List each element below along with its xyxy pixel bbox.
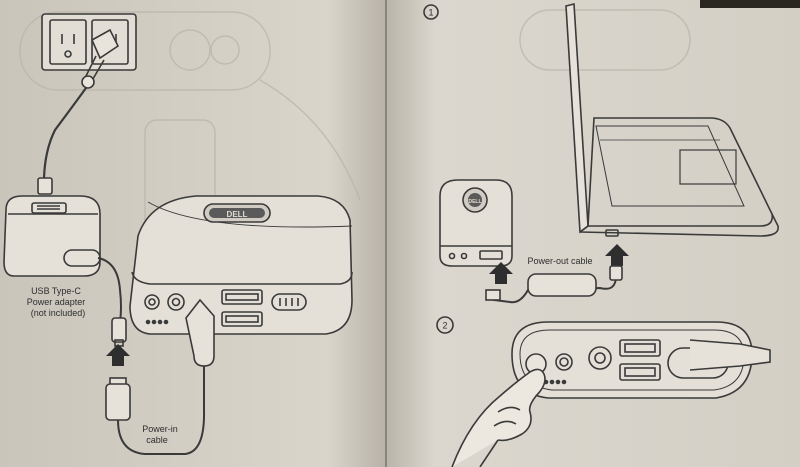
power-in-cable-label-1: Power-in bbox=[142, 424, 178, 434]
power-in-cable bbox=[117, 366, 206, 455]
top-right-dark-strip bbox=[700, 0, 800, 8]
step-2-marker bbox=[436, 316, 454, 334]
finger-pressing-icon bbox=[451, 368, 546, 467]
laptop bbox=[565, 2, 779, 237]
power-bank-brand-right: DELL bbox=[468, 199, 481, 205]
power-in-plug bbox=[185, 298, 215, 367]
adapter-cord-connector bbox=[37, 177, 53, 195]
usb-c-connector bbox=[111, 317, 127, 347]
usb-c-power-adapter bbox=[3, 195, 101, 277]
wall-outlet bbox=[41, 13, 137, 71]
adapter-label-line-1: USB Type-C bbox=[31, 286, 81, 296]
power-bank-brand-left: DELL bbox=[227, 210, 248, 219]
power-bank-large bbox=[129, 195, 353, 335]
power-in-cable-label-2: cable bbox=[146, 435, 168, 445]
insert-arrow-laptop bbox=[605, 244, 629, 266]
wall-plug bbox=[81, 28, 120, 89]
usb-plug-bottom bbox=[105, 377, 131, 421]
adapter-cord bbox=[42, 87, 87, 179]
step-2-marker-label: 2 bbox=[442, 321, 447, 331]
adapter-output-cable bbox=[97, 257, 122, 323]
bleed-through bbox=[19, 9, 691, 241]
adapter-label-line-2: Power adapter bbox=[27, 297, 86, 307]
step-1-marker bbox=[423, 4, 439, 20]
power-out-cable bbox=[485, 265, 623, 304]
power-out-cable-label: Power-out cable bbox=[527, 256, 592, 266]
insert-arrow-left bbox=[106, 344, 130, 366]
insert-arrow-right bbox=[489, 262, 513, 284]
power-bank-end-view bbox=[511, 321, 771, 399]
step-1-marker-label: 1 bbox=[428, 8, 433, 18]
adapter-label-line-3: (not included) bbox=[31, 308, 86, 318]
power-bank-small bbox=[439, 179, 513, 267]
